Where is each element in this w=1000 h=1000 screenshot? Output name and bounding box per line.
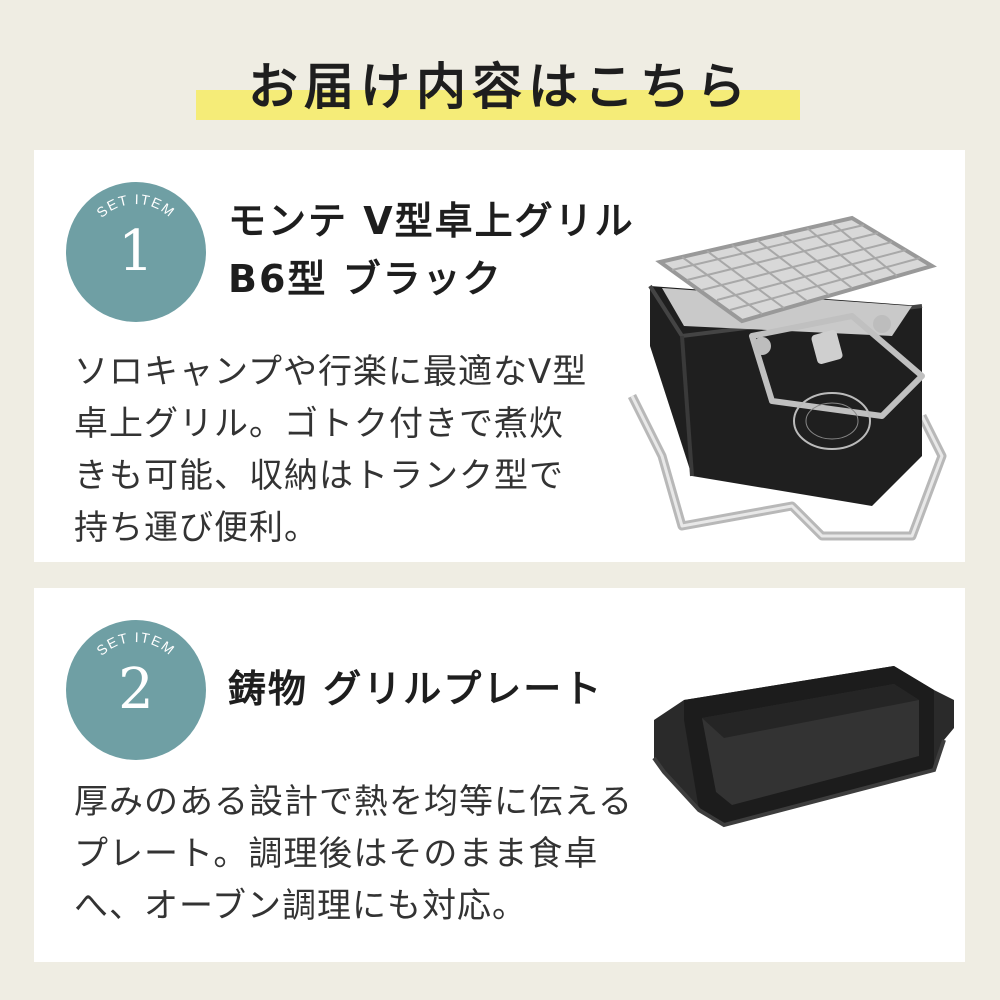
header: お届け内容はこちら [0, 38, 1000, 128]
set-item-badge: SET ITEM 1 [66, 182, 206, 322]
item-name-line: モンテ V型卓上グリル [228, 199, 635, 243]
badge-label: SET ITEM [93, 629, 178, 659]
item-name-line: B6型 ブラック [228, 257, 503, 301]
description-line: プレート。調理後はそのまま食卓 [74, 834, 599, 874]
badge-label: SET ITEM [93, 191, 178, 221]
description-line: きも可能、収納はトランク型で [74, 456, 564, 496]
description-line: 持ち運び便利。 [74, 508, 319, 548]
set-item-card-1: SET ITEM 1 モンテ V型卓上グリル B6型 ブラック ソロキャンプや行… [34, 150, 965, 562]
badge-number: 1 [118, 219, 154, 284]
item-name: 鋳物 グリルプレート [228, 660, 668, 718]
description-line: 厚みのある設計で熱を均等に伝える [74, 782, 633, 822]
item-description: ソロキャンプや行楽に最適なV型 卓上グリル。ゴトク付きで煮炊 きも可能、収納はト… [74, 346, 614, 554]
grill-plate-image-icon [652, 666, 954, 828]
item-name: モンテ V型卓上グリル B6型 ブラック [228, 192, 698, 308]
grill-image-icon [627, 215, 947, 541]
title-highlight [196, 90, 800, 120]
description-line: ソロキャンプや行楽に最適なV型 [74, 352, 588, 392]
item-description: 厚みのある設計で熱を均等に伝える プレート。調理後はそのまま食卓 へ、オーブン調… [74, 776, 664, 932]
description-line: 卓上グリル。ゴトク付きで煮炊 [74, 404, 564, 444]
set-item-badge: SET ITEM 2 [66, 620, 206, 760]
item-name-line: 鋳物 グリルプレート [228, 667, 604, 711]
description-line: へ、オーブン調理にも対応。 [74, 886, 527, 926]
badge-number: 2 [118, 657, 154, 722]
set-item-card-2: SET ITEM 2 鋳物 グリルプレート 厚みのある設計で熱を均等に伝える プ… [34, 588, 965, 962]
page-title: お届け内容はこちら [248, 58, 752, 116]
